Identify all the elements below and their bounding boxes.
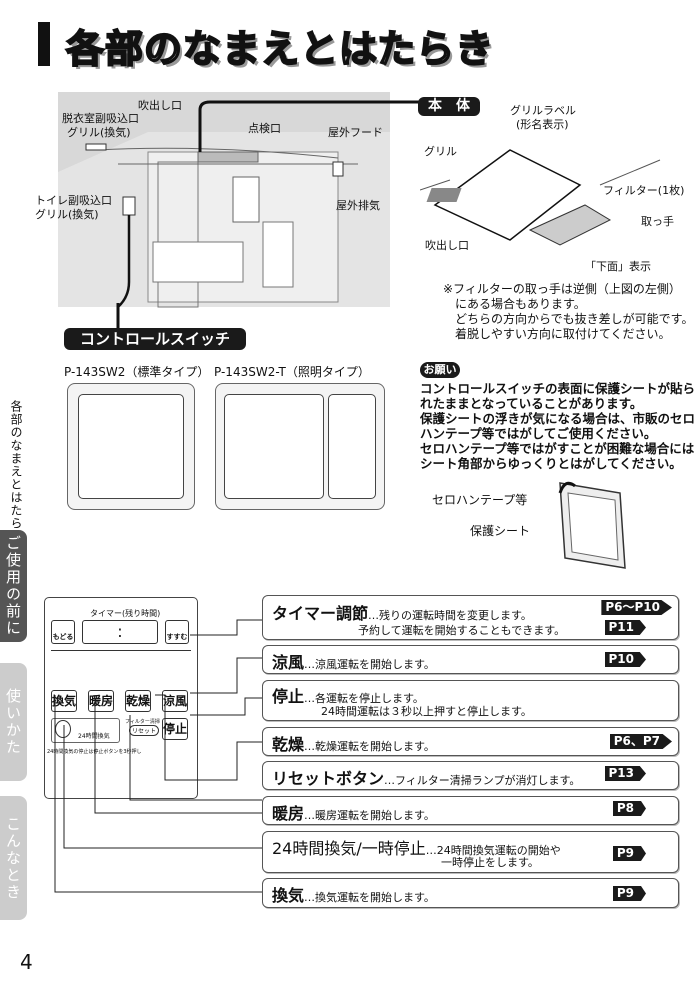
page-ref[interactable]: P11 <box>604 620 646 635</box>
page-ref[interactable]: P13 <box>604 766 646 781</box>
stop-button[interactable]: 停止 <box>162 718 188 740</box>
back-button[interactable]: もどる <box>51 620 75 644</box>
drying-button[interactable]: 乾燥 <box>125 690 151 712</box>
label-outlet: 吹出し口 <box>138 99 182 112</box>
label-toilet-grill-2: グリル(換気) <box>35 208 99 221</box>
filter-note: ※フィルターの取っ手は逆側（上図の左側）にある場合もあります。どちらの方向からで… <box>443 282 694 341</box>
peeling-sheet-illustration <box>558 481 626 569</box>
control-switch-label: コントロールスイッチ <box>64 328 246 350</box>
label-toilet-grill: トイレ副吸込口 <box>35 194 112 207</box>
switch-standard-image <box>67 383 195 510</box>
bathroom-illustration <box>58 92 390 308</box>
label-grill-label: グリルラベル <box>510 104 576 117</box>
panel-note: 24時間換気の停止は停止ボタンを3秒押し <box>47 749 142 755</box>
function-row-stop: 停止…各運転を停止します。 24時間運転は３秒以上押すと停止します。 <box>262 680 679 721</box>
label-grill-label-2: (形名表示) <box>516 118 569 131</box>
chapter-label: 各部のなまえとはたらき <box>9 400 23 543</box>
function-row-timer: タイマー調節…残りの運転時間を変更します。 予約して運転を開始することもできます… <box>262 595 679 640</box>
label-sheet: 保護シート <box>470 524 531 538</box>
connector-lines <box>54 619 262 893</box>
page-ref[interactable]: P10 <box>604 652 646 667</box>
page-ref[interactable]: P9 <box>612 886 646 901</box>
body-unit-label: 本 体 <box>418 97 480 116</box>
filter-lamp-label: フィルター清掃 <box>125 719 160 725</box>
title-bar <box>38 22 50 66</box>
label-filter: フィルター(1枚) <box>603 184 685 197</box>
label-dressing-grill: 脱衣室副吸込口 <box>62 112 139 125</box>
24h-label: 24時間換気 <box>78 733 110 740</box>
page-ref[interactable]: P6、P7 <box>609 734 672 749</box>
timer-display: : <box>82 620 158 644</box>
page-title: 各部のなまえとはたらき <box>65 26 495 72</box>
switch-light-image <box>215 383 385 510</box>
label-handle: 取っ手 <box>641 215 674 228</box>
label-dressing-grill-2: グリル(換気) <box>67 126 131 139</box>
label-outlet-2: 吹出し口 <box>425 239 469 252</box>
page-ref[interactable]: P9 <box>612 846 646 861</box>
function-row-heating: 暖房…暖房運転を開始します。 P8 <box>262 796 679 825</box>
model-standard: P-143SW2（標準タイプ） <box>64 365 210 379</box>
cool-breeze-button[interactable]: 涼風 <box>162 690 188 712</box>
function-row-drying: 乾燥…乾燥運転を開始します。 P6、P7 <box>262 727 679 756</box>
page-ref[interactable]: P6〜P10 <box>601 600 672 615</box>
page-ref[interactable]: P8 <box>612 801 646 816</box>
model-light: P-143SW2-T（照明タイプ） <box>214 365 370 379</box>
tab-before-use[interactable]: ご使用の前に <box>0 530 27 642</box>
function-row-reset: リセットボタン…フィルター清掃ランプが消灯します。 P13 <box>262 761 679 790</box>
tab-how-to-use[interactable]: 使いかた <box>0 663 27 781</box>
page-number: 4 <box>20 950 33 974</box>
label-exhaust: 屋外排気 <box>336 199 380 212</box>
forward-button[interactable]: すすむ <box>165 620 189 644</box>
label-hood: 屋外フード <box>328 126 383 139</box>
label-tape: セロハンテープ等 <box>432 493 528 507</box>
request-text: コントロールスイッチの表面に保護シートが貼られたままとなっていることがあります。… <box>420 381 696 471</box>
ventilation-button[interactable]: 換気 <box>51 690 77 712</box>
function-row-24h: 24時間換気/一時停止…24時間換気運転の開始や 一時停止をします。 P9 <box>262 831 679 873</box>
grill-filter-diagram <box>420 149 661 246</box>
label-inspection: 点検口 <box>248 122 281 135</box>
label-grill: グリル <box>424 145 457 158</box>
request-label: お願い <box>420 362 460 378</box>
label-bottom: 「下面」表示 <box>585 260 651 273</box>
tab-troubleshooting[interactable]: こんなとき <box>0 796 27 920</box>
timer-label: タイマー(残り時間) <box>90 609 161 618</box>
function-row-cool-breeze: 涼風…涼風運転を開始します。 P10 <box>262 645 679 674</box>
function-row-ventilation: 換気…換気運転を開始します。 P9 <box>262 878 679 908</box>
control-panel: タイマー(残り時間) もどる : すすむ 換気 暖房 乾燥 涼風 停止 24時間… <box>44 597 198 799</box>
